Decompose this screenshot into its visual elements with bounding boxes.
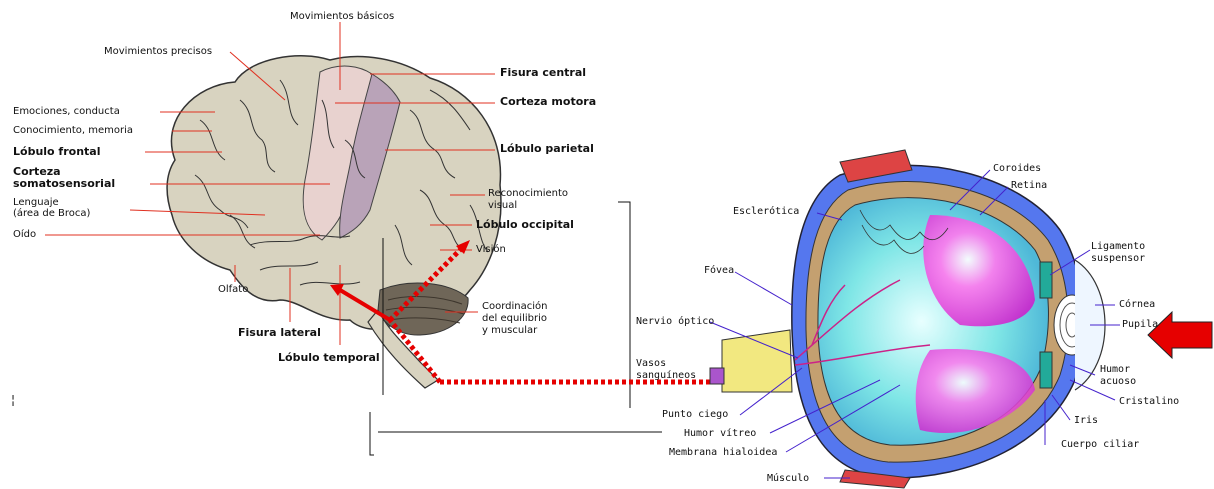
label-vasos-2: sanguíneos — [636, 370, 696, 382]
label-pupila: Pupila — [1122, 319, 1158, 331]
label-humor-acuoso-1: Humor — [1100, 364, 1130, 376]
label-cuerpo-ciliar: Cuerpo ciliar — [1061, 439, 1139, 451]
ciliary-body — [1040, 262, 1052, 298]
label-olfato: Olfato — [218, 284, 248, 296]
label-reconocimiento-2: visual — [488, 200, 517, 212]
eye-illustration — [710, 150, 1105, 488]
label-lenguaje-2: (área de Broca) — [13, 208, 90, 220]
label-fovea: Fóvea — [704, 265, 734, 277]
label-lobulo-temporal: Lóbulo temporal — [278, 352, 380, 364]
label-ligamento-2: suspensor — [1091, 253, 1145, 265]
optic-nerve — [722, 330, 792, 392]
svg-text:¦: ¦ — [11, 393, 15, 407]
label-vision: Visión — [476, 244, 506, 256]
label-movimientos-precisos: Movimientos precisos — [104, 46, 212, 58]
label-emociones: Emociones, conducta — [13, 106, 120, 118]
label-iris: Iris — [1074, 415, 1098, 427]
label-humor-vitreo: Humor vítreo — [684, 428, 756, 440]
label-lobulo-frontal: Lóbulo frontal — [13, 146, 100, 158]
label-cristalino: Cristalino — [1119, 396, 1179, 408]
label-coordinacion-1: Coordinación — [482, 301, 547, 313]
label-ligamento-1: Ligamento — [1091, 241, 1145, 253]
label-esclerotica: Esclerótica — [733, 206, 799, 218]
label-retina: Retina — [1011, 180, 1047, 192]
label-cornea: Córnea — [1119, 299, 1155, 311]
label-lobulo-occipital: Lóbulo occipital — [476, 219, 574, 231]
label-oido: Oído — [13, 229, 36, 241]
label-membrana-hialoidea: Membrana hialoidea — [669, 447, 777, 459]
label-coroides: Coroides — [993, 163, 1041, 175]
label-vasos-1: Vasos — [636, 358, 666, 370]
label-musculo: Músculo — [767, 473, 809, 485]
label-corteza-somato-2: somatosensorial — [13, 178, 115, 190]
label-nervio-optico: Nervio óptico — [636, 316, 714, 328]
label-reconocimiento-1: Reconocimiento — [488, 188, 568, 200]
label-punto-ciego: Punto ciego — [662, 409, 728, 421]
brain-illustration — [167, 56, 501, 388]
label-coordinacion-2: del equilibrio — [482, 313, 547, 325]
label-fisura-lateral: Fisura lateral — [238, 327, 321, 339]
label-humor-acuoso-2: acuoso — [1100, 376, 1136, 388]
label-conocimiento: Conocimiento, memoria — [13, 125, 133, 137]
label-coordinacion-3: y muscular — [482, 325, 537, 337]
label-corteza-motora: Corteza motora — [500, 96, 596, 108]
label-lobulo-parietal: Lóbulo parietal — [500, 143, 594, 155]
label-movimientos-basicos: Movimientos básicos — [290, 11, 394, 23]
label-fisura-central: Fisura central — [500, 67, 586, 79]
